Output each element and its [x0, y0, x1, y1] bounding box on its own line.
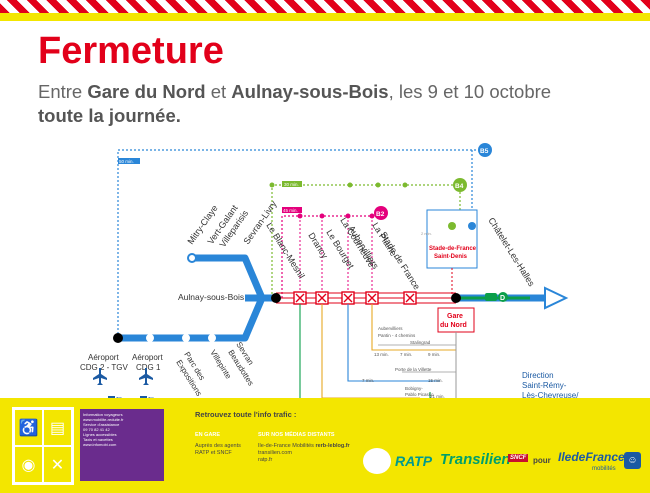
- hearing-icon: ✕: [43, 446, 72, 483]
- closure-stripe-top: [0, 0, 650, 13]
- aulnay-label: Aulnay-sous-Bois: [178, 292, 244, 302]
- svg-text:7 min.: 7 min.: [400, 352, 412, 357]
- aulnay-stop: [271, 293, 281, 303]
- col-medias-text: Ile-de-France Mobilités rerb-leblog.fr t…: [258, 443, 350, 463]
- col-medias-head: SUR NOS MÉDIAS DISTANTS: [258, 432, 335, 438]
- col-en-gare-text: Auprès des agents RATP et SNCF: [195, 443, 241, 456]
- svg-text:9 min.: 9 min.: [428, 352, 440, 357]
- svg-text:Aéroport: Aéroport: [132, 353, 163, 362]
- svg-text:CDG 2 - TGV: CDG 2 - TGV: [80, 363, 129, 372]
- svg-text:13 min.: 13 min.: [374, 352, 389, 357]
- svg-text:Aéroport: Aéroport: [88, 353, 119, 362]
- svg-text:CDG 1: CDG 1: [136, 363, 161, 372]
- svg-text:Gare: Gare: [447, 313, 463, 320]
- svg-text:Direction: Direction: [522, 371, 554, 380]
- svg-text:Pablo Picasso: Pablo Picasso: [405, 392, 434, 397]
- rer-d-badge: [498, 292, 508, 302]
- svg-text:Porte de la Villette: Porte de la Villette: [395, 367, 432, 372]
- subtitle: Entre Gare du Nord et Aulnay-sous-Bois, …: [38, 80, 551, 128]
- b4-badge: [453, 178, 467, 192]
- subtitle-line2: toute la journée.: [38, 105, 181, 126]
- station-from: Gare du Nord: [87, 81, 206, 102]
- b2-badge: [374, 206, 388, 220]
- gare-du-nord-box: [437, 307, 475, 333]
- gare-du-nord-stop: [451, 293, 461, 303]
- svg-text:7 min.: 7 min.: [362, 378, 374, 383]
- svg-text:15 min.: 15 min.: [428, 378, 443, 383]
- subtitle-prefix: Entre: [38, 81, 88, 102]
- svg-text:Aubervilliers: Aubervilliers: [378, 326, 403, 331]
- col-en-gare-head: EN GARE: [195, 432, 221, 438]
- svg-text:Saint-Denis: Saint-Denis: [434, 254, 468, 260]
- b2-label: B2: [376, 211, 385, 218]
- svg-text:Stade de France: Stade de France: [378, 230, 422, 292]
- svg-text:du Nord: du Nord: [440, 322, 467, 329]
- bus-b2-route: [281, 215, 380, 298]
- line-map: 50 min. B5 30 min. B4 45 min. B2 2 min. …: [80, 143, 579, 413]
- subtitle-mid: et: [205, 81, 232, 102]
- b5-badge: [478, 143, 492, 157]
- ratp-logo-icon: [363, 448, 391, 474]
- svg-text:Stalingrad: Stalingrad: [410, 340, 431, 345]
- svg-text:Saint-Rémy-: Saint-Rémy-: [522, 381, 567, 390]
- b5-time-tag: [118, 158, 140, 164]
- station-to: Aulnay-sous-Bois: [231, 81, 389, 102]
- ratp-logo: RATP: [395, 453, 433, 469]
- person-icon: ☺: [624, 452, 641, 469]
- b4-label: B4: [455, 183, 464, 190]
- b4-stade-time: 2 min.: [421, 231, 432, 236]
- bus-b4-route: [271, 184, 461, 298]
- svg-text:21 min.: 21 min.: [430, 394, 445, 399]
- svg-text:Lès-Chevreuse/: Lès-Chevreuse/: [522, 391, 579, 400]
- svg-text:Pantin - 4 chemins: Pantin - 4 chemins: [378, 333, 416, 338]
- wheelchair-icon: ♿: [14, 409, 43, 446]
- page-title: Fermeture: [38, 30, 224, 72]
- subtitle-dates: , les 9 et 10 octobre: [388, 81, 552, 102]
- b2-time: 45 min.: [283, 208, 298, 213]
- info-title: Retrouvez toute l'info trafic :: [195, 410, 297, 419]
- accessibility-info: Information voyageurs www.mobilite-redui…: [80, 409, 164, 481]
- idf-logo: IledeFrance: [558, 450, 625, 464]
- idf-mobilites: mobilités: [592, 466, 616, 472]
- bus-b5-route: [117, 149, 478, 338]
- svg-text:Châtelet-Les-Halles: Châtelet-Les-Halles: [486, 216, 537, 289]
- eye-icon: ◉: [14, 446, 43, 483]
- b5-time: 50 min.: [119, 159, 134, 164]
- svg-text:D: D: [500, 295, 505, 302]
- accessibility-pictograms: ♿ ▤ ◉ ✕: [12, 407, 74, 485]
- svg-text:Stade-de-France: Stade-de-France: [429, 246, 477, 252]
- b5-label: B5: [480, 148, 489, 155]
- svg-text:Bobigny-: Bobigny-: [405, 386, 423, 391]
- transilien-logo: Transilien: [440, 451, 511, 468]
- reading-icon: ▤: [43, 409, 72, 446]
- sncf-logo: SNCF: [508, 454, 529, 462]
- b4-time: 30 min.: [284, 182, 299, 187]
- pour-text: pour: [533, 456, 551, 465]
- yellow-band: [0, 13, 650, 21]
